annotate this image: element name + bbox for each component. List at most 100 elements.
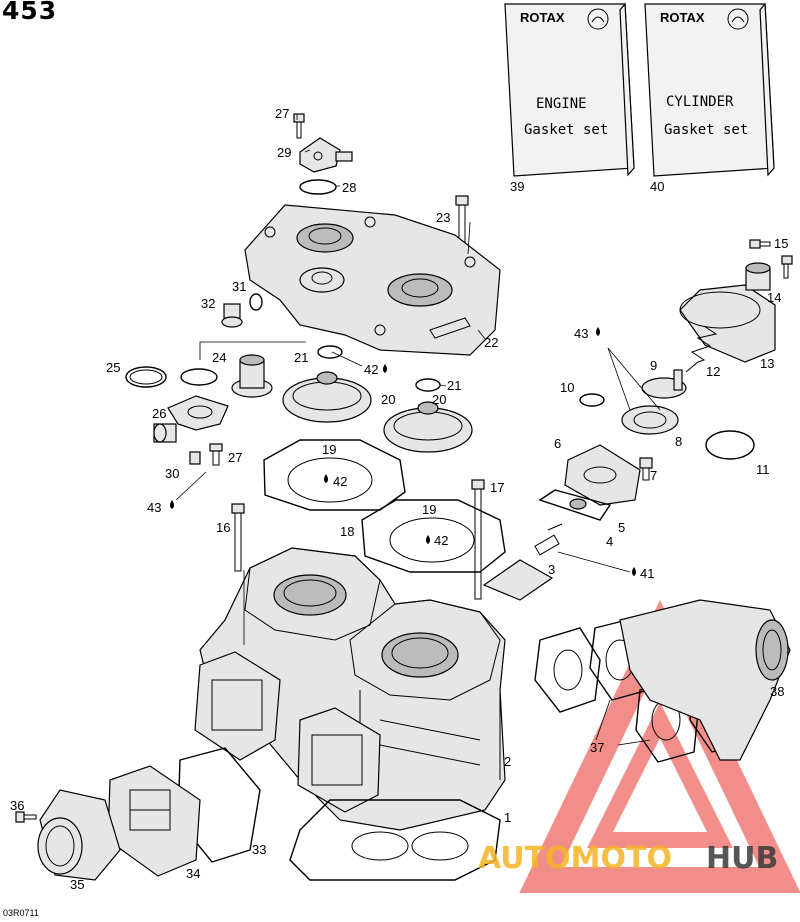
bolt-16 bbox=[231, 503, 245, 572]
valve-8 bbox=[621, 405, 679, 435]
callout-39: 39 bbox=[510, 179, 524, 194]
callout-7: 7 bbox=[650, 468, 657, 483]
callout-21b: 21 bbox=[447, 378, 461, 393]
head-gasket-19b bbox=[361, 499, 506, 573]
bellows-9 bbox=[641, 369, 687, 399]
callout-16: 16 bbox=[216, 520, 230, 535]
callout-34: 34 bbox=[186, 866, 200, 881]
callout-6: 6 bbox=[554, 436, 561, 451]
combustion-dome-20b bbox=[383, 401, 473, 453]
oring-10 bbox=[579, 393, 605, 407]
plug-30 bbox=[189, 451, 201, 465]
drop-icon bbox=[324, 474, 328, 483]
callout-20a: 20 bbox=[381, 392, 395, 407]
oring-11 bbox=[705, 430, 755, 460]
callout-43b: 43 bbox=[147, 500, 161, 515]
washer-31 bbox=[249, 293, 263, 311]
intake-manifold-35 bbox=[37, 789, 121, 881]
callout-1: 1 bbox=[504, 810, 511, 825]
kit2-line2: Gasket set bbox=[664, 122, 748, 138]
callout-33: 33 bbox=[252, 842, 266, 857]
callout-41: 41 bbox=[640, 566, 654, 581]
kit2-line1: CYLINDER bbox=[666, 94, 734, 110]
reed-valve-34 bbox=[107, 765, 201, 877]
page-title: 453 bbox=[2, 0, 58, 25]
bolt-27-top bbox=[293, 113, 305, 139]
screw-36 bbox=[15, 811, 37, 823]
callout-29: 29 bbox=[277, 145, 291, 160]
callout-42a: 42 bbox=[364, 362, 378, 377]
callout-2: 2 bbox=[504, 754, 511, 769]
callout-17: 17 bbox=[490, 480, 504, 495]
callout-13: 13 bbox=[760, 356, 774, 371]
water-outlet-29 bbox=[299, 137, 353, 173]
oring-25 bbox=[125, 366, 167, 388]
head-gasket-19a bbox=[263, 439, 406, 511]
callout-30: 30 bbox=[165, 466, 179, 481]
water-elbow-26 bbox=[153, 395, 229, 443]
rave-valve-3 bbox=[482, 523, 563, 601]
reed-cage-right bbox=[297, 707, 381, 813]
oring-21a bbox=[317, 345, 343, 359]
callout-3: 3 bbox=[548, 562, 555, 577]
callout-11: 11 bbox=[756, 462, 770, 477]
callout-18: 18 bbox=[340, 524, 354, 539]
oring-21b bbox=[415, 378, 441, 392]
callout-26: 26 bbox=[152, 406, 166, 421]
callout-12: 12 bbox=[706, 364, 720, 379]
callout-20b: 20 bbox=[432, 392, 446, 407]
figure-reference: 03R0711 bbox=[3, 908, 39, 918]
callout-15: 15 bbox=[774, 236, 788, 251]
watermark-text-2: HUB bbox=[706, 841, 778, 876]
kit1-line2: Gasket set bbox=[524, 122, 608, 138]
kit1-brand: ROTAX bbox=[520, 10, 565, 25]
screw-15a bbox=[749, 239, 771, 249]
callout-42b: 42 bbox=[333, 474, 347, 489]
oring-28 bbox=[299, 179, 337, 195]
callout-43a: 43 bbox=[574, 326, 588, 341]
callout-38: 38 bbox=[770, 684, 784, 699]
callout-32: 32 bbox=[201, 296, 215, 311]
valve-housing-6 bbox=[564, 444, 641, 506]
spring-12 bbox=[685, 325, 718, 373]
callout-23: 23 bbox=[436, 210, 450, 225]
drop-icon bbox=[596, 327, 600, 336]
plug-32 bbox=[221, 303, 243, 328]
callout-21a: 21 bbox=[294, 350, 308, 365]
rave-housing-13 bbox=[679, 284, 776, 363]
callout-35: 35 bbox=[70, 877, 84, 892]
gasket-24a bbox=[180, 368, 218, 386]
cylinder-gasket-kit bbox=[644, 2, 775, 177]
leader-lines bbox=[175, 114, 661, 746]
callout-28: 28 bbox=[342, 180, 356, 195]
callout-4: 4 bbox=[606, 534, 613, 549]
thermostat-24 bbox=[231, 354, 273, 398]
callout-31: 31 bbox=[232, 279, 246, 294]
exhaust-manifold-38 bbox=[619, 599, 791, 761]
drop-icon bbox=[426, 535, 430, 544]
screw-15b bbox=[781, 255, 793, 279]
drop-icon bbox=[632, 567, 636, 576]
seal-5 bbox=[569, 498, 587, 510]
kit2-brand: ROTAX bbox=[660, 10, 705, 25]
reed-cage-left bbox=[194, 651, 281, 761]
callout-9: 9 bbox=[650, 358, 657, 373]
combustion-dome-20a bbox=[282, 371, 372, 423]
callout-40: 40 bbox=[650, 179, 664, 194]
bolt-27-side bbox=[209, 443, 223, 466]
callout-22: 22 bbox=[484, 335, 498, 350]
callout-36: 36 bbox=[10, 798, 24, 813]
callout-8: 8 bbox=[675, 434, 682, 449]
callout-37: 37 bbox=[590, 740, 604, 755]
callout-10: 10 bbox=[560, 380, 574, 395]
callout-27b: 27 bbox=[228, 450, 242, 465]
callout-25: 25 bbox=[106, 360, 120, 375]
callout-19b: 19 bbox=[422, 502, 436, 517]
drop-icons bbox=[170, 327, 636, 576]
callout-19a: 19 bbox=[322, 442, 336, 457]
kit1-line1: ENGINE bbox=[536, 96, 587, 112]
bolt-17 bbox=[471, 479, 485, 600]
gasket-4 bbox=[538, 489, 612, 521]
screw-7 bbox=[639, 457, 653, 481]
